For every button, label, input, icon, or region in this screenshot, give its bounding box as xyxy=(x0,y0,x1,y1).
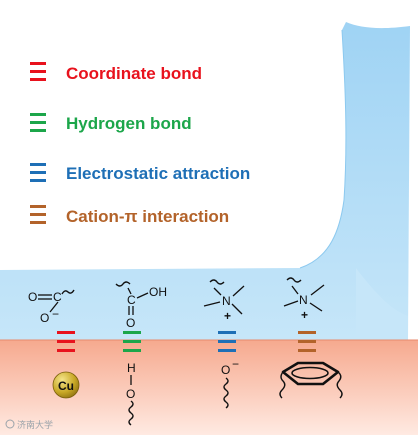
fluid-tail xyxy=(356,268,408,340)
squiggle-bond xyxy=(223,377,229,409)
ammonium-plus-right: + xyxy=(301,308,308,322)
hydrogen-bond-marker xyxy=(123,331,141,352)
acid-o: O xyxy=(126,316,135,330)
surface-oxide: O − xyxy=(221,357,239,409)
oxide-charge: − xyxy=(232,357,239,371)
squiggle-bond xyxy=(286,277,302,283)
carboxylate-c: C xyxy=(53,290,62,304)
carboxylic-acid-group: C OH O xyxy=(115,281,167,330)
ammonium-n-right: N xyxy=(299,293,308,307)
legend-label-coordinate: Coordinate bond xyxy=(66,64,202,83)
legend-label-electrostatic: Electrostatic attraction xyxy=(66,164,250,183)
ammonium-group-right: N + xyxy=(283,277,325,322)
legend-item-electrostatic: Electrostatic attraction xyxy=(30,163,250,183)
watermark-text: 济南大学 xyxy=(17,419,53,430)
triple-dash-icon xyxy=(30,62,46,81)
copper-ion: Cu xyxy=(52,371,80,399)
ammonium-plus-left: + xyxy=(224,309,231,323)
cation-pi-marker xyxy=(298,331,316,352)
ammonium-n-left: N xyxy=(222,294,231,308)
triple-dash-icon xyxy=(30,163,46,182)
squiggle-bond xyxy=(336,371,343,399)
ammonium-group-left: N + xyxy=(203,279,245,323)
hydroxyl-o: O xyxy=(126,387,135,401)
acid-c: C xyxy=(127,293,136,307)
legend-item-hydrogen: Hydrogen bond xyxy=(30,113,192,133)
copper-label: Cu xyxy=(58,379,74,393)
squiggle-bond xyxy=(115,281,131,287)
legend-label-cation-pi: Cation-π interaction xyxy=(66,207,229,226)
watermark: 济南大学 xyxy=(5,419,53,430)
carboxylate-group: O C O − xyxy=(28,289,75,325)
carboxylate-charge: − xyxy=(52,307,59,321)
legend-item-coordinate: Coordinate bond xyxy=(30,62,202,83)
fluid-edge xyxy=(299,29,347,269)
surface-hydroxyl: H O xyxy=(126,361,136,426)
legend: Coordinate bond Hydrogen bond Electrosta… xyxy=(30,62,250,226)
squiggle-bond xyxy=(209,279,225,285)
squiggle-bond xyxy=(61,289,75,295)
carboxylate-o-double: O xyxy=(28,290,37,304)
squiggle-bond xyxy=(279,371,286,399)
squiggle-bond xyxy=(128,400,134,426)
coordinate-bond-marker xyxy=(57,331,75,352)
acid-oh: OH xyxy=(149,285,167,299)
electrostatic-marker xyxy=(218,331,236,352)
triple-dash-icon xyxy=(30,205,46,224)
aromatic-ring-icon xyxy=(279,361,343,399)
triple-dash-icon xyxy=(30,113,46,132)
legend-label-hydrogen: Hydrogen bond xyxy=(66,114,192,133)
carboxylate-o-minus: O xyxy=(40,311,49,325)
oxide-o: O xyxy=(221,363,230,377)
legend-item-cation-pi: Cation-π interaction xyxy=(30,205,229,226)
hydroxyl-h: H xyxy=(127,361,136,375)
